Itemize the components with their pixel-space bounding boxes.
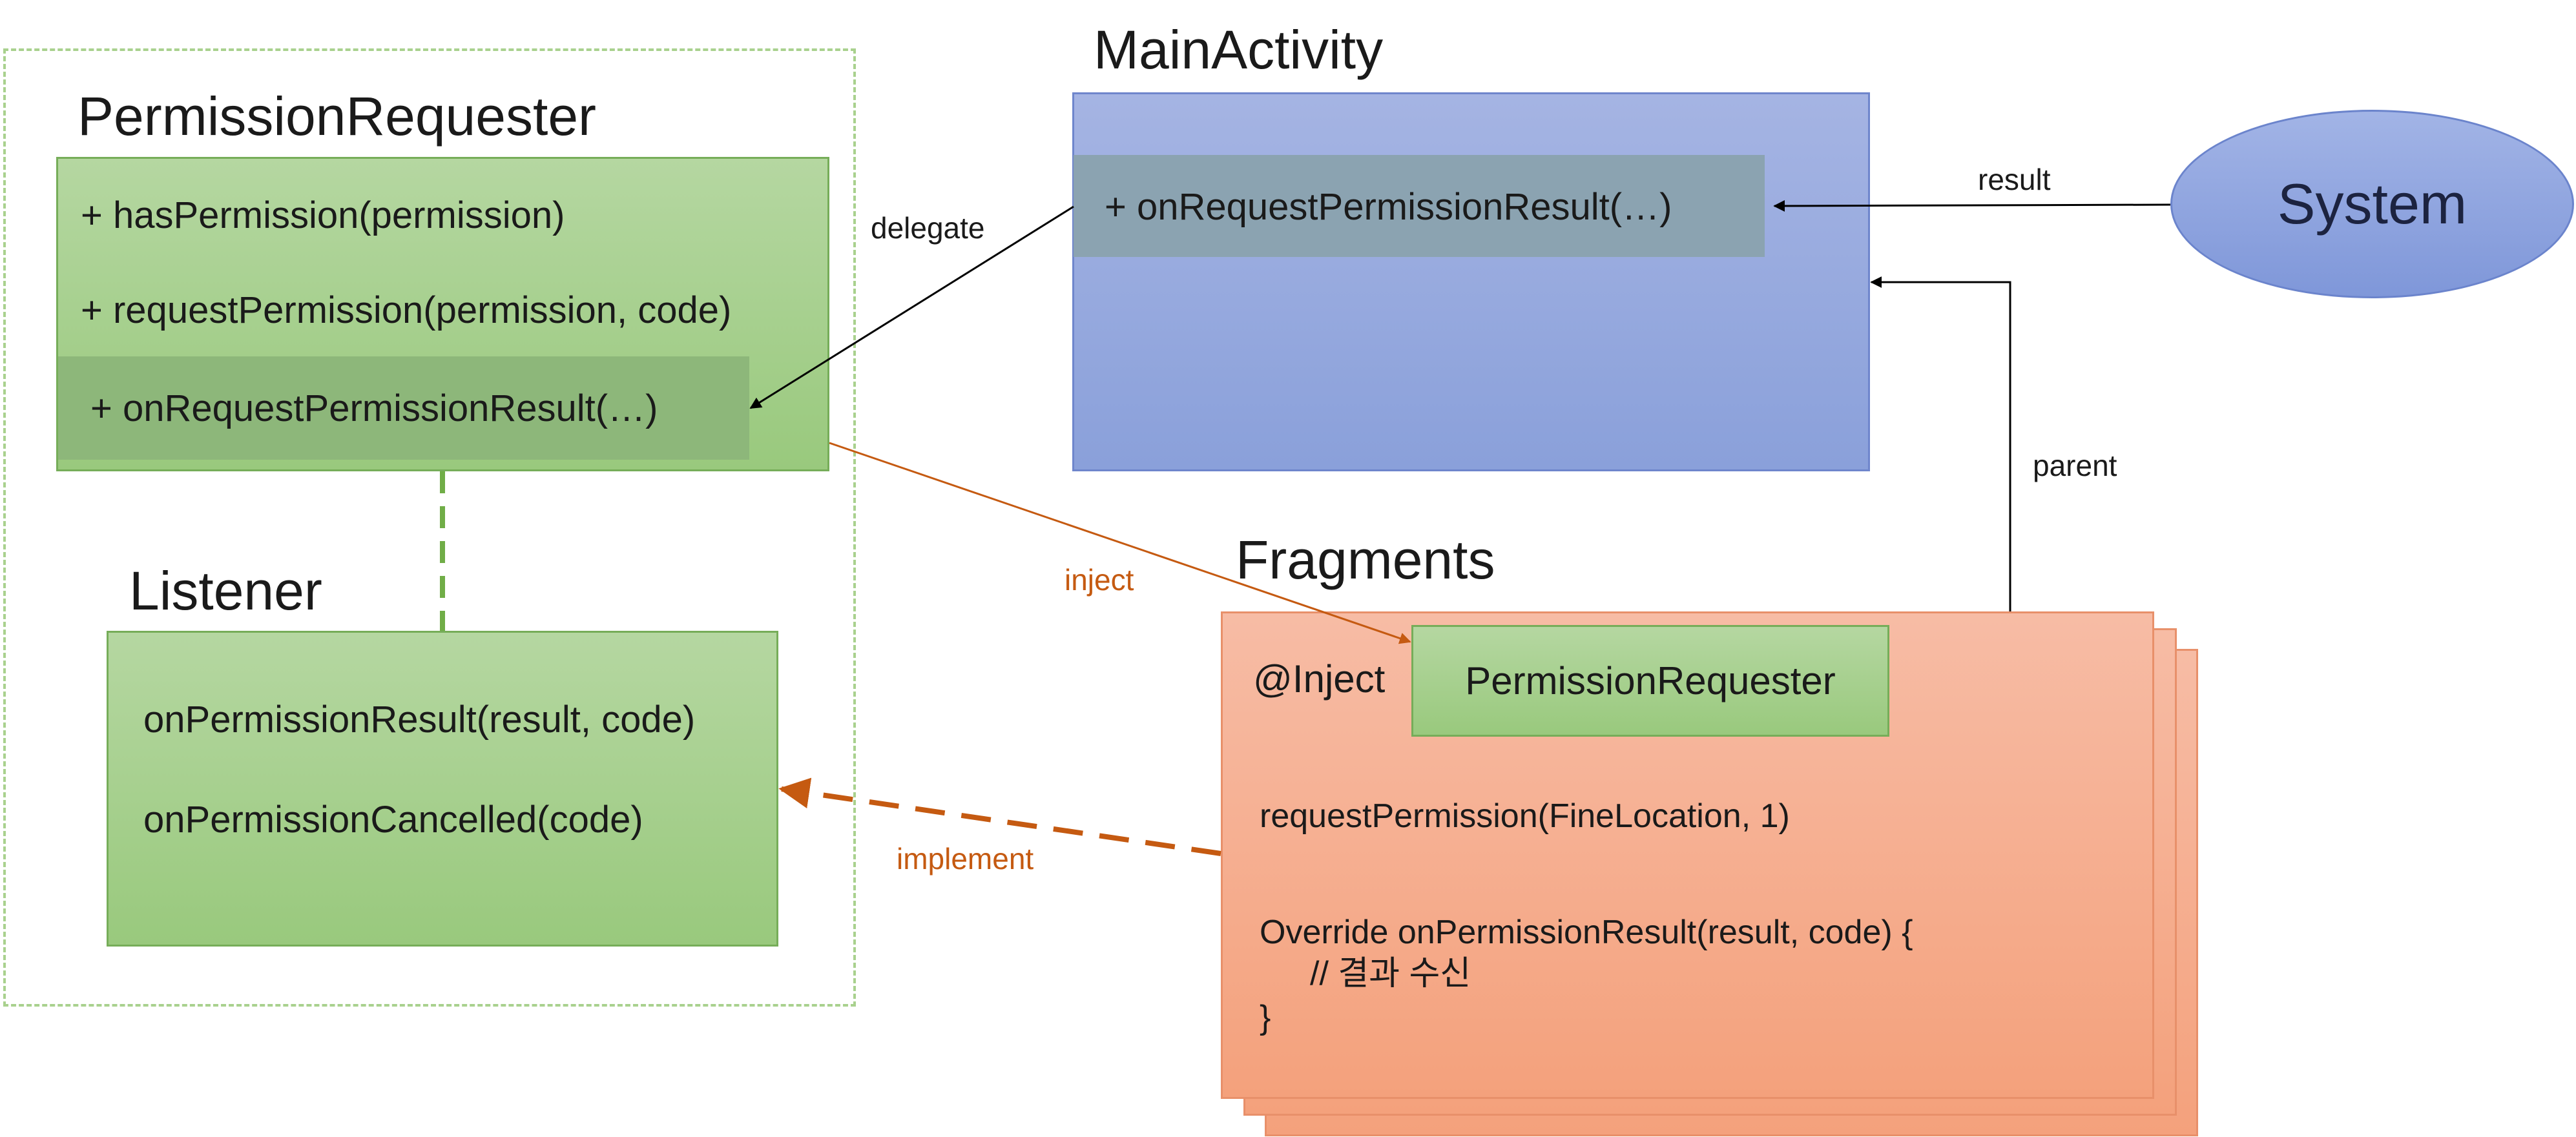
parent-arrow bbox=[1870, 276, 2011, 611]
on-permission-result-method: onPermissionResult(result, code) bbox=[143, 699, 696, 741]
main-activity-method-highlight bbox=[1074, 155, 1765, 257]
inject-label: inject bbox=[1065, 563, 1134, 597]
delegate-label: delegate bbox=[871, 211, 985, 245]
implement-arrow bbox=[778, 777, 1221, 856]
inject-arrow bbox=[829, 442, 1411, 644]
delegate-arrow bbox=[749, 205, 1074, 409]
on-permission-cancelled-method: onPermissionCancelled(code) bbox=[143, 799, 643, 841]
system-ellipse: System bbox=[2170, 110, 2574, 298]
permission-module-group bbox=[3, 48, 856, 1007]
on-request-permission-result-method: + onRequestPermissionResult(…) bbox=[90, 387, 658, 429]
override-on-permission-result: Override onPermissionResult(result, code… bbox=[1260, 914, 1913, 951]
inject-annotation: @Inject bbox=[1253, 657, 1386, 701]
system-label: System bbox=[2277, 172, 2467, 236]
fragment-card-front bbox=[1221, 611, 2154, 1099]
listener-title: Listener bbox=[129, 560, 322, 621]
main-activity-title: MainActivity bbox=[1094, 19, 1384, 80]
fragments-title: Fragments bbox=[1236, 529, 1495, 590]
has-permission-method: + hasPermission(permission) bbox=[81, 194, 565, 236]
parent-label: parent bbox=[2033, 449, 2117, 482]
result-label: result bbox=[1978, 163, 2051, 196]
request-permission-call: requestPermission(FineLocation, 1) bbox=[1260, 797, 1790, 835]
closing-brace: } bbox=[1260, 999, 1271, 1036]
on-request-permission-result-highlight bbox=[58, 356, 749, 460]
main-activity-on-request-permission-result: + onRequestPermissionResult(…) bbox=[1105, 186, 1672, 228]
permission-requester-title: PermissionRequester bbox=[78, 86, 597, 147]
implement-label: implement bbox=[897, 842, 1034, 876]
result-arrow bbox=[1773, 200, 2171, 212]
request-permission-method: + requestPermission(permission, code) bbox=[81, 289, 732, 331]
injected-type-label: PermissionRequester bbox=[1465, 659, 1836, 702]
injected-permission-requester: PermissionRequester bbox=[1411, 625, 1889, 737]
listener-interface bbox=[107, 631, 778, 947]
result-received-comment: // 결과 수신 bbox=[1310, 955, 1471, 992]
